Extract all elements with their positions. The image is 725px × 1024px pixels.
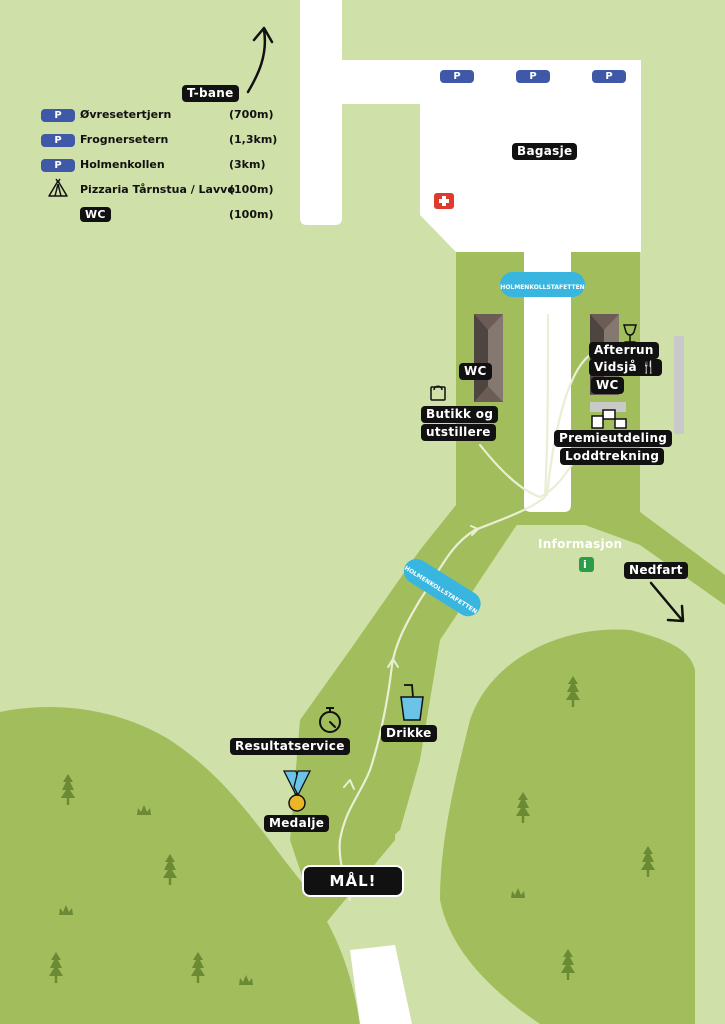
label-resultatservice: Resultatservice — [230, 738, 350, 755]
label-medalje: Medalje — [264, 815, 330, 832]
label-butikk-2: utstillere — [421, 424, 496, 441]
stopwatch-icon — [319, 707, 341, 733]
legend-wc-badge: WC — [80, 207, 111, 222]
shrub-icon — [239, 975, 253, 985]
info-icon — [579, 557, 594, 572]
shrub-icon — [137, 805, 151, 815]
grass-lower-left — [0, 707, 360, 1024]
grass-mid-strip — [340, 520, 520, 870]
legend-item-name: Holmenkollen — [80, 158, 165, 171]
tree-icon — [566, 676, 580, 707]
banner-icon: HOLMENKOLLSTAFETTEN — [500, 272, 585, 297]
tent-icon — [48, 178, 68, 197]
shrub-icon — [59, 905, 73, 915]
medal-icon — [282, 770, 312, 812]
legend-item-name: Pizzaria Tårnstua / Lavvo — [80, 183, 235, 196]
label-drikke: Drikke — [381, 725, 437, 742]
parking-icon: P — [41, 109, 75, 122]
label-loddtrekning: Loddtrekning — [560, 448, 665, 465]
tree-icon — [516, 792, 530, 823]
tree-icon — [49, 952, 63, 983]
grey-barrier — [674, 336, 684, 434]
first-aid-icon — [434, 193, 454, 209]
label-premieutdeling: Premieutdeling — [554, 430, 673, 447]
label-afterrun: Afterrun — [589, 342, 659, 359]
vidsja-text: Vidsjå — [594, 360, 637, 374]
tree-icon — [61, 774, 75, 805]
legend-item-distance: (100m) — [229, 183, 274, 196]
info-icon-letter: i — [583, 558, 588, 571]
legend-item-name: Frognersetern — [80, 133, 169, 146]
arrow-down-right-icon-head — [666, 604, 685, 623]
shopping-bag-icon — [430, 385, 446, 401]
label-tbane: T-bane — [182, 85, 239, 102]
label-wc-left: WC — [459, 363, 492, 380]
label-nedfart: Nedfart — [624, 562, 688, 579]
legend-item-distance: (1,3km) — [229, 133, 278, 146]
tree-icon — [641, 846, 655, 877]
legend-badge: P — [54, 160, 62, 171]
shrub-icon — [511, 888, 525, 898]
tree-icon — [49, 676, 655, 983]
legend-item-distance: (3km) — [229, 158, 266, 171]
parking-label: P — [605, 71, 613, 82]
building-left — [474, 314, 503, 402]
podium-icon — [591, 409, 627, 429]
tree-icon — [191, 952, 205, 983]
label-finish-maal: MÅL! — [302, 865, 404, 897]
shrub-icon — [59, 805, 525, 985]
label-vidsja: Vidsjå 🍴 — [589, 359, 662, 376]
arrow-up-icon — [246, 28, 267, 94]
building-right-step — [590, 402, 626, 412]
legend-badge: P — [54, 135, 62, 146]
parking-label: P — [529, 71, 537, 82]
road-top-horizontal — [330, 60, 641, 104]
path-arrows — [343, 525, 479, 790]
bagasje-area — [420, 100, 641, 252]
road-bottom — [350, 945, 412, 1024]
drink-cup-icon — [400, 684, 424, 721]
cutlery-icon: 🍴 — [641, 360, 657, 374]
arrow-down-right-icon — [649, 581, 684, 622]
parking-icon: P — [41, 134, 75, 147]
banner-text: HOLMENKOLLSTAFETTEN — [500, 284, 584, 291]
parking-label: P — [453, 71, 461, 82]
grass-lower-right — [440, 629, 695, 1024]
label-wc-right: WC — [591, 377, 624, 394]
legend-item-name: Øvresetertjern — [80, 108, 172, 121]
tree-icon — [561, 949, 575, 980]
label-bagasje: Bagasje — [512, 143, 578, 160]
parking-icon: P — [440, 70, 474, 83]
label-butikk-1: Butikk og — [421, 406, 499, 423]
parking-icon: P — [592, 70, 626, 83]
arrow-up-icon-head — [252, 26, 274, 44]
tree-icon — [163, 854, 177, 885]
road-left-vertical — [300, 0, 342, 225]
label-informasjon: Informasjon — [538, 537, 623, 551]
parking-icon: P — [41, 159, 75, 172]
legend-item-distance: (700m) — [229, 108, 274, 121]
parking-icon: P — [516, 70, 550, 83]
legend-badge: P — [54, 110, 62, 121]
legend-item-distance: (100m) — [229, 208, 274, 221]
